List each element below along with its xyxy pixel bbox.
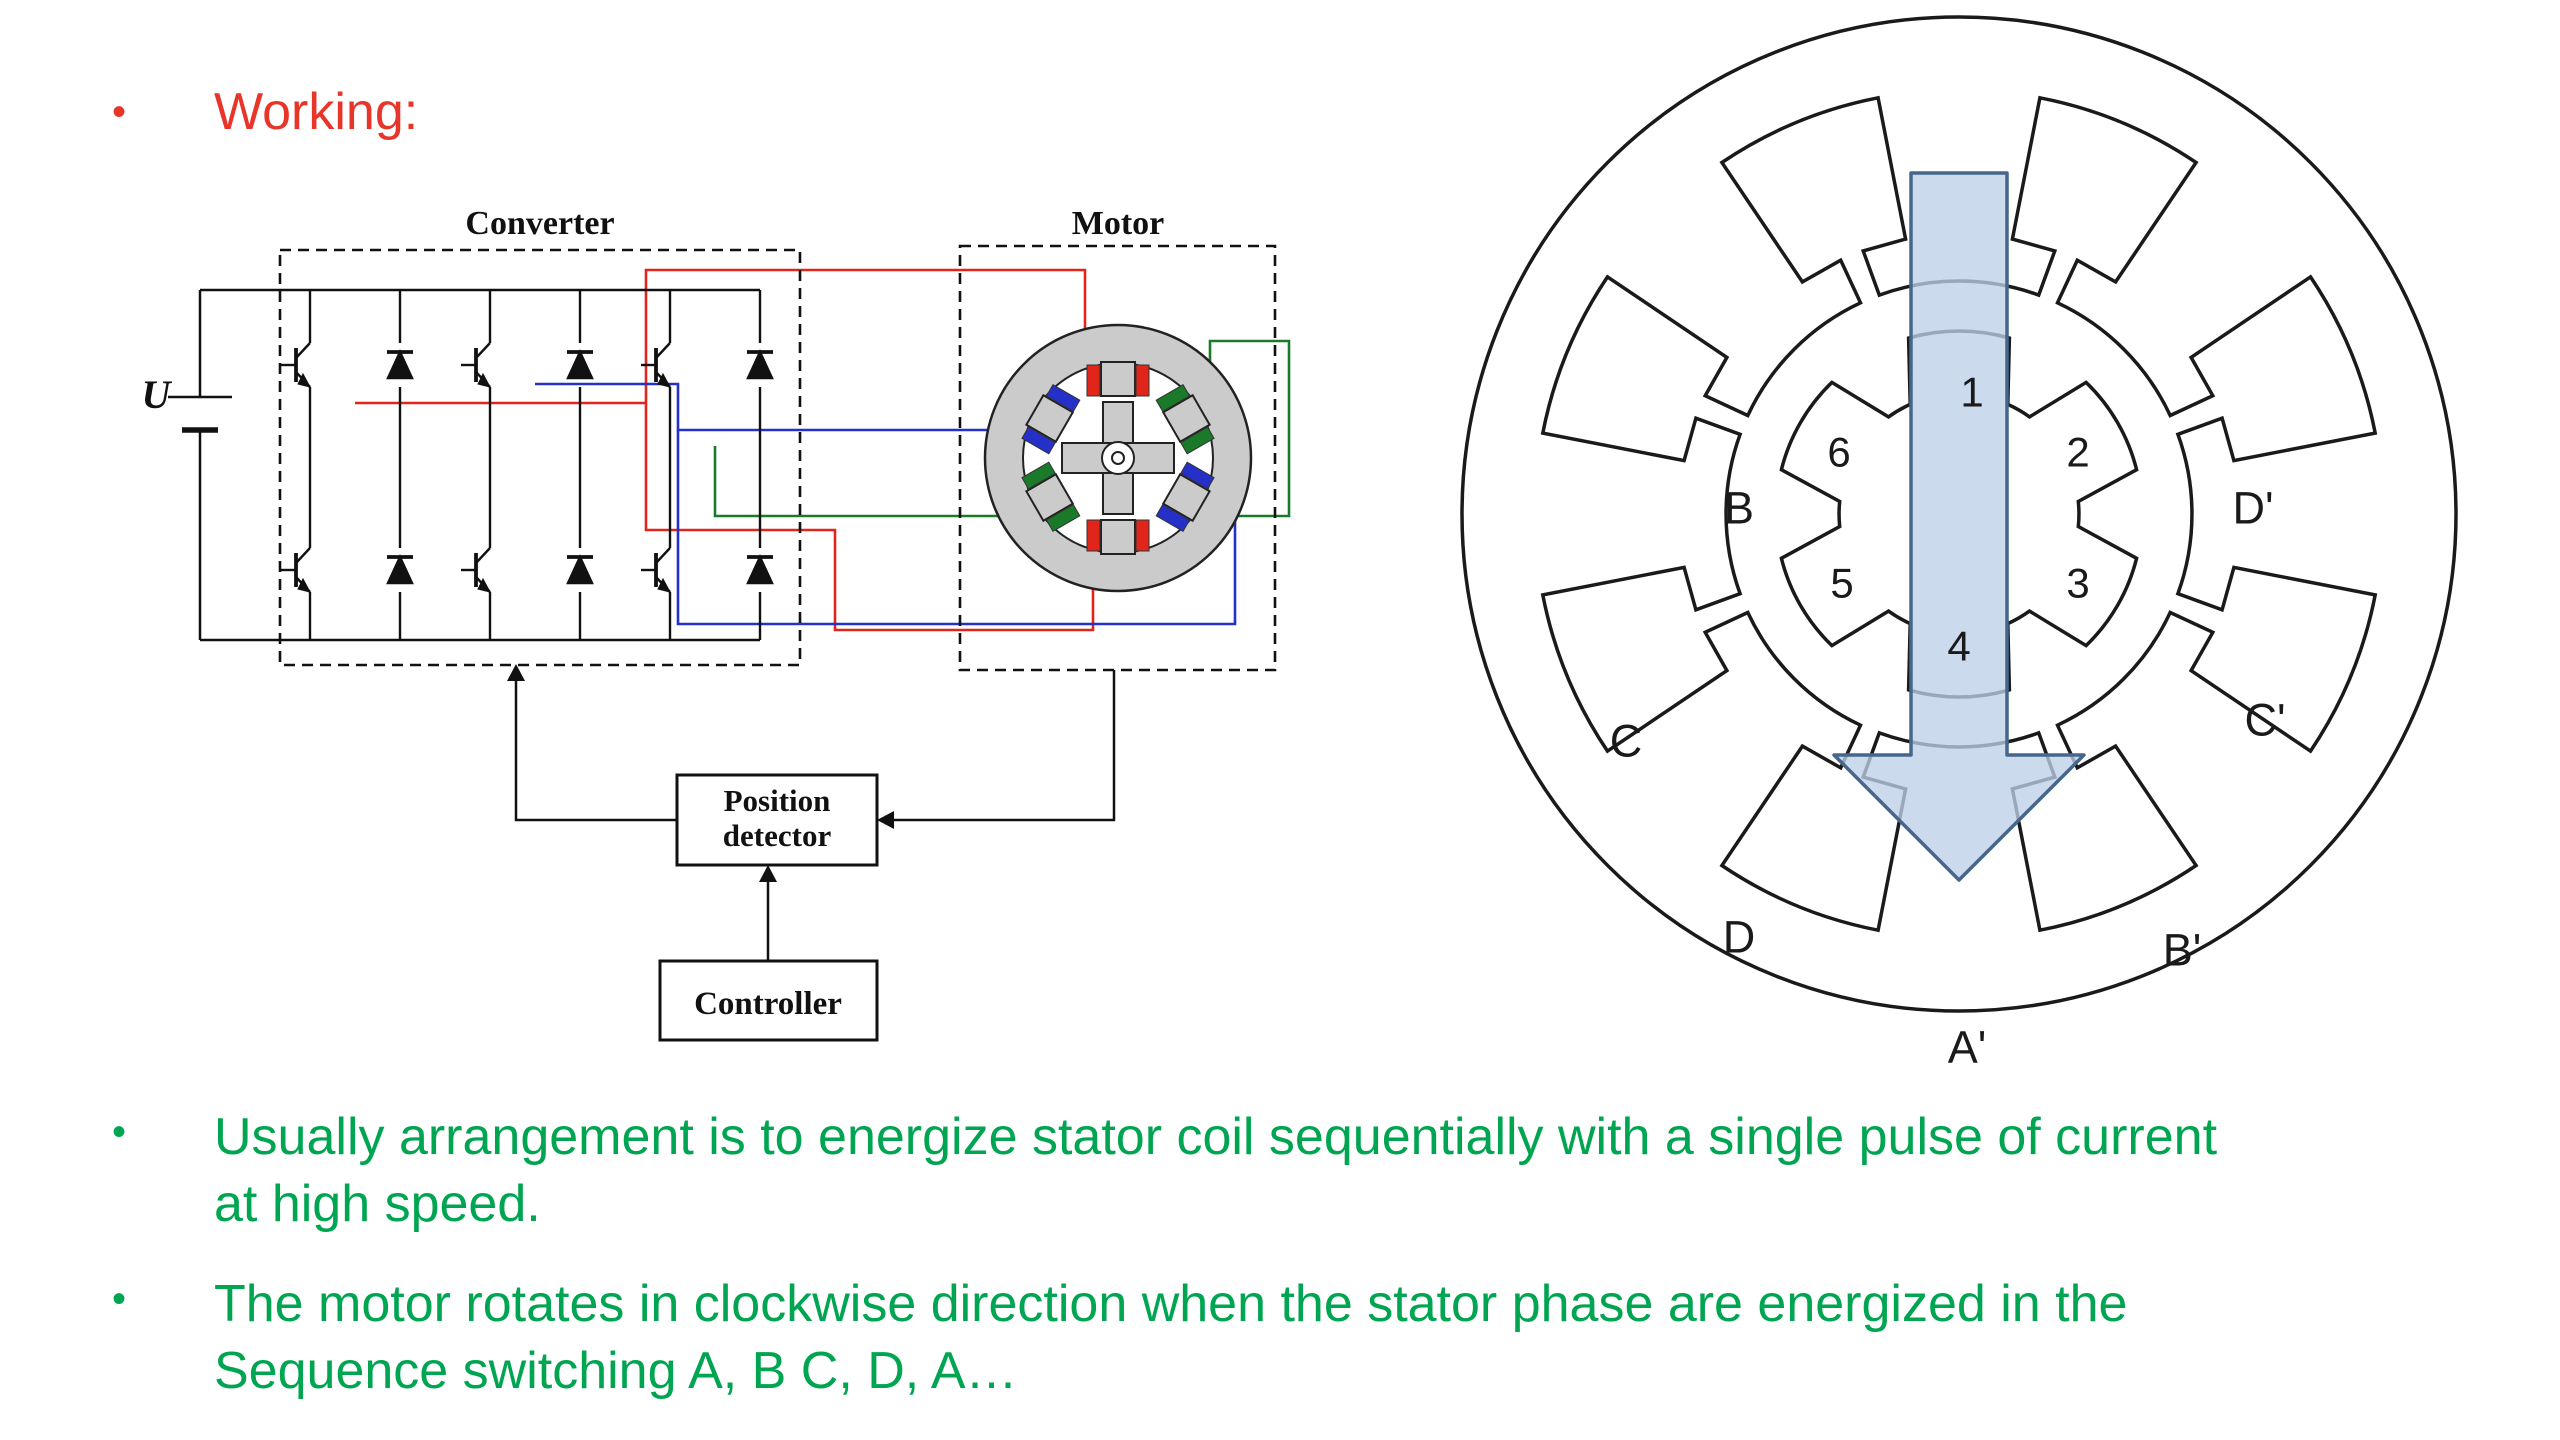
phase-wire-red xyxy=(355,268,1087,405)
bullet-dot xyxy=(112,1271,214,1404)
feedback-line-motor xyxy=(892,670,1116,822)
stepper-motor-figure: B C D A' B' C' D' 1 2 3 4 5 6 xyxy=(1460,15,2458,1073)
rotor-tooth-number: 5 xyxy=(1830,560,1853,607)
converter-circuit-figure: U Converter Motor Position detector Cont… xyxy=(142,205,1291,1042)
bullet-dot xyxy=(112,1104,214,1237)
rotor-tooth-number: 4 xyxy=(1947,623,1970,670)
stator-pole-label: A' xyxy=(1948,1022,1987,1073)
bullet-item: The motor rotates in clockwise direction… xyxy=(112,1271,2402,1404)
slide-title: Working: xyxy=(214,83,419,141)
title-row: Working: xyxy=(112,82,418,142)
stator-pole-label: D' xyxy=(2232,483,2273,534)
phase-wire-blue-return xyxy=(676,430,1237,626)
left-arrowhead xyxy=(877,811,894,829)
stator-pole-labels: B C D A' B' C' D' xyxy=(1610,483,2286,1073)
stator-pole-label: C xyxy=(1610,716,1643,767)
bullet-text: Usually arrangement is to energize stato… xyxy=(214,1108,2218,1233)
stator-pole-label: B' xyxy=(2163,925,2202,976)
rotor-tooth-number: 6 xyxy=(1827,429,1850,476)
up-arrowhead xyxy=(507,664,525,681)
up-arrowhead xyxy=(759,865,777,882)
title-bullet-dot xyxy=(112,92,214,132)
phase-wire-red-return xyxy=(644,404,1095,632)
controller-label: Controller xyxy=(694,986,842,1022)
stator-pole-label: B xyxy=(1724,483,1754,534)
feedback-line-converter xyxy=(514,679,677,822)
dc-bus xyxy=(198,288,760,642)
rotor-tooth-number: 3 xyxy=(2066,560,2089,607)
bullet-text: The motor rotates in clockwise direction… xyxy=(214,1275,2128,1400)
rotation-arrow xyxy=(1832,171,2086,882)
motor-label: Motor xyxy=(1072,205,1165,242)
stator-pole-label: C' xyxy=(2244,695,2285,746)
phase-wire-blue xyxy=(535,382,988,432)
motor-cross-section xyxy=(983,323,1253,593)
position-detector-box xyxy=(675,773,879,867)
phase-wire-green xyxy=(713,339,1291,518)
bullet-item: Usually arrangement is to energize stato… xyxy=(112,1104,2402,1237)
converter-label: Converter xyxy=(465,205,614,242)
converter-box xyxy=(278,248,802,667)
bullet-list: Usually arrangement is to energize stato… xyxy=(112,1104,2402,1438)
rotor-tooth-number: 1 xyxy=(1960,369,1983,416)
stator-pole-label: D xyxy=(1723,912,1756,963)
converter-switches xyxy=(281,290,774,640)
position-detector-label-line1: Position xyxy=(724,783,831,818)
position-detector-label-line2: detector xyxy=(723,818,832,853)
rotor-tooth-numbers: 1 2 3 4 5 6 xyxy=(1827,369,2089,670)
supply-voltage-label: U xyxy=(142,372,173,417)
stator-poles-outline xyxy=(1540,95,2378,933)
controller-box xyxy=(658,959,879,1042)
motor-box xyxy=(958,244,1277,672)
rotor-tooth-number: 2 xyxy=(2066,429,2089,476)
